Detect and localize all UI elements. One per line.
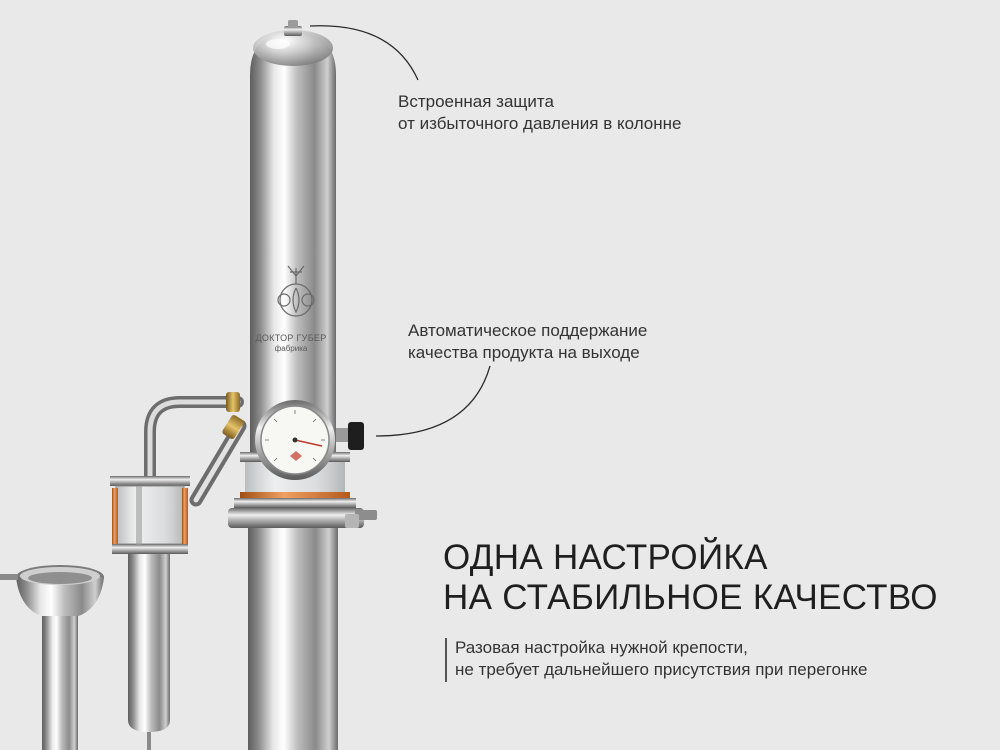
column-upper-tube bbox=[250, 30, 336, 460]
callout-line-pressure bbox=[309, 25, 419, 81]
headline-line2: НА СТАБИЛЬНОЕ КАЧЕСТВО bbox=[443, 578, 938, 617]
headline-line1: ОДНА НАСТРОЙКА bbox=[443, 538, 768, 577]
column-lower-section bbox=[248, 525, 338, 750]
callout-pressure-line2: от избыточного давления в колонне bbox=[398, 114, 682, 133]
logo-subtitle: фабрика bbox=[274, 344, 308, 353]
subtext-line1: Разовая настройка нужной крепости, bbox=[455, 638, 748, 657]
headline: ОДНА НАСТРОЙКА НА СТАБИЛЬНОЕ КАЧЕСТВО bbox=[443, 538, 938, 618]
callout-lines bbox=[309, 25, 491, 437]
logo-name: ДОКТОР ГУБЕР bbox=[255, 333, 327, 343]
reflux-pipe bbox=[144, 392, 244, 486]
subtext: Разовая настройка нужной крепости, не тр… bbox=[455, 637, 867, 681]
callout-quality-line1: Автоматическое поддержание bbox=[408, 321, 648, 340]
diagonal-pipe bbox=[189, 415, 247, 507]
subtext-accent-bar bbox=[445, 638, 447, 682]
funnel bbox=[0, 565, 104, 750]
collector-tube bbox=[128, 554, 170, 750]
callout-pressure-line1: Встроенная защита bbox=[398, 92, 554, 111]
subtext-line2: не требует дальнейшего присутствия при п… bbox=[455, 660, 868, 679]
sight-glass bbox=[110, 476, 190, 554]
callout-line-quality bbox=[375, 365, 491, 437]
column-clamp bbox=[228, 508, 377, 528]
callout-pressure-protection: Встроенная защита от избыточного давлени… bbox=[398, 91, 682, 135]
callout-quality-control: Автоматическое поддержание качества прод… bbox=[408, 320, 647, 364]
thermometer-gauge bbox=[255, 400, 335, 480]
callout-quality-line2: качества продукта на выходе bbox=[408, 343, 640, 362]
adjustment-knob bbox=[336, 422, 364, 450]
pressure-relief-valve bbox=[284, 20, 302, 36]
logo-emblem bbox=[277, 265, 315, 317]
